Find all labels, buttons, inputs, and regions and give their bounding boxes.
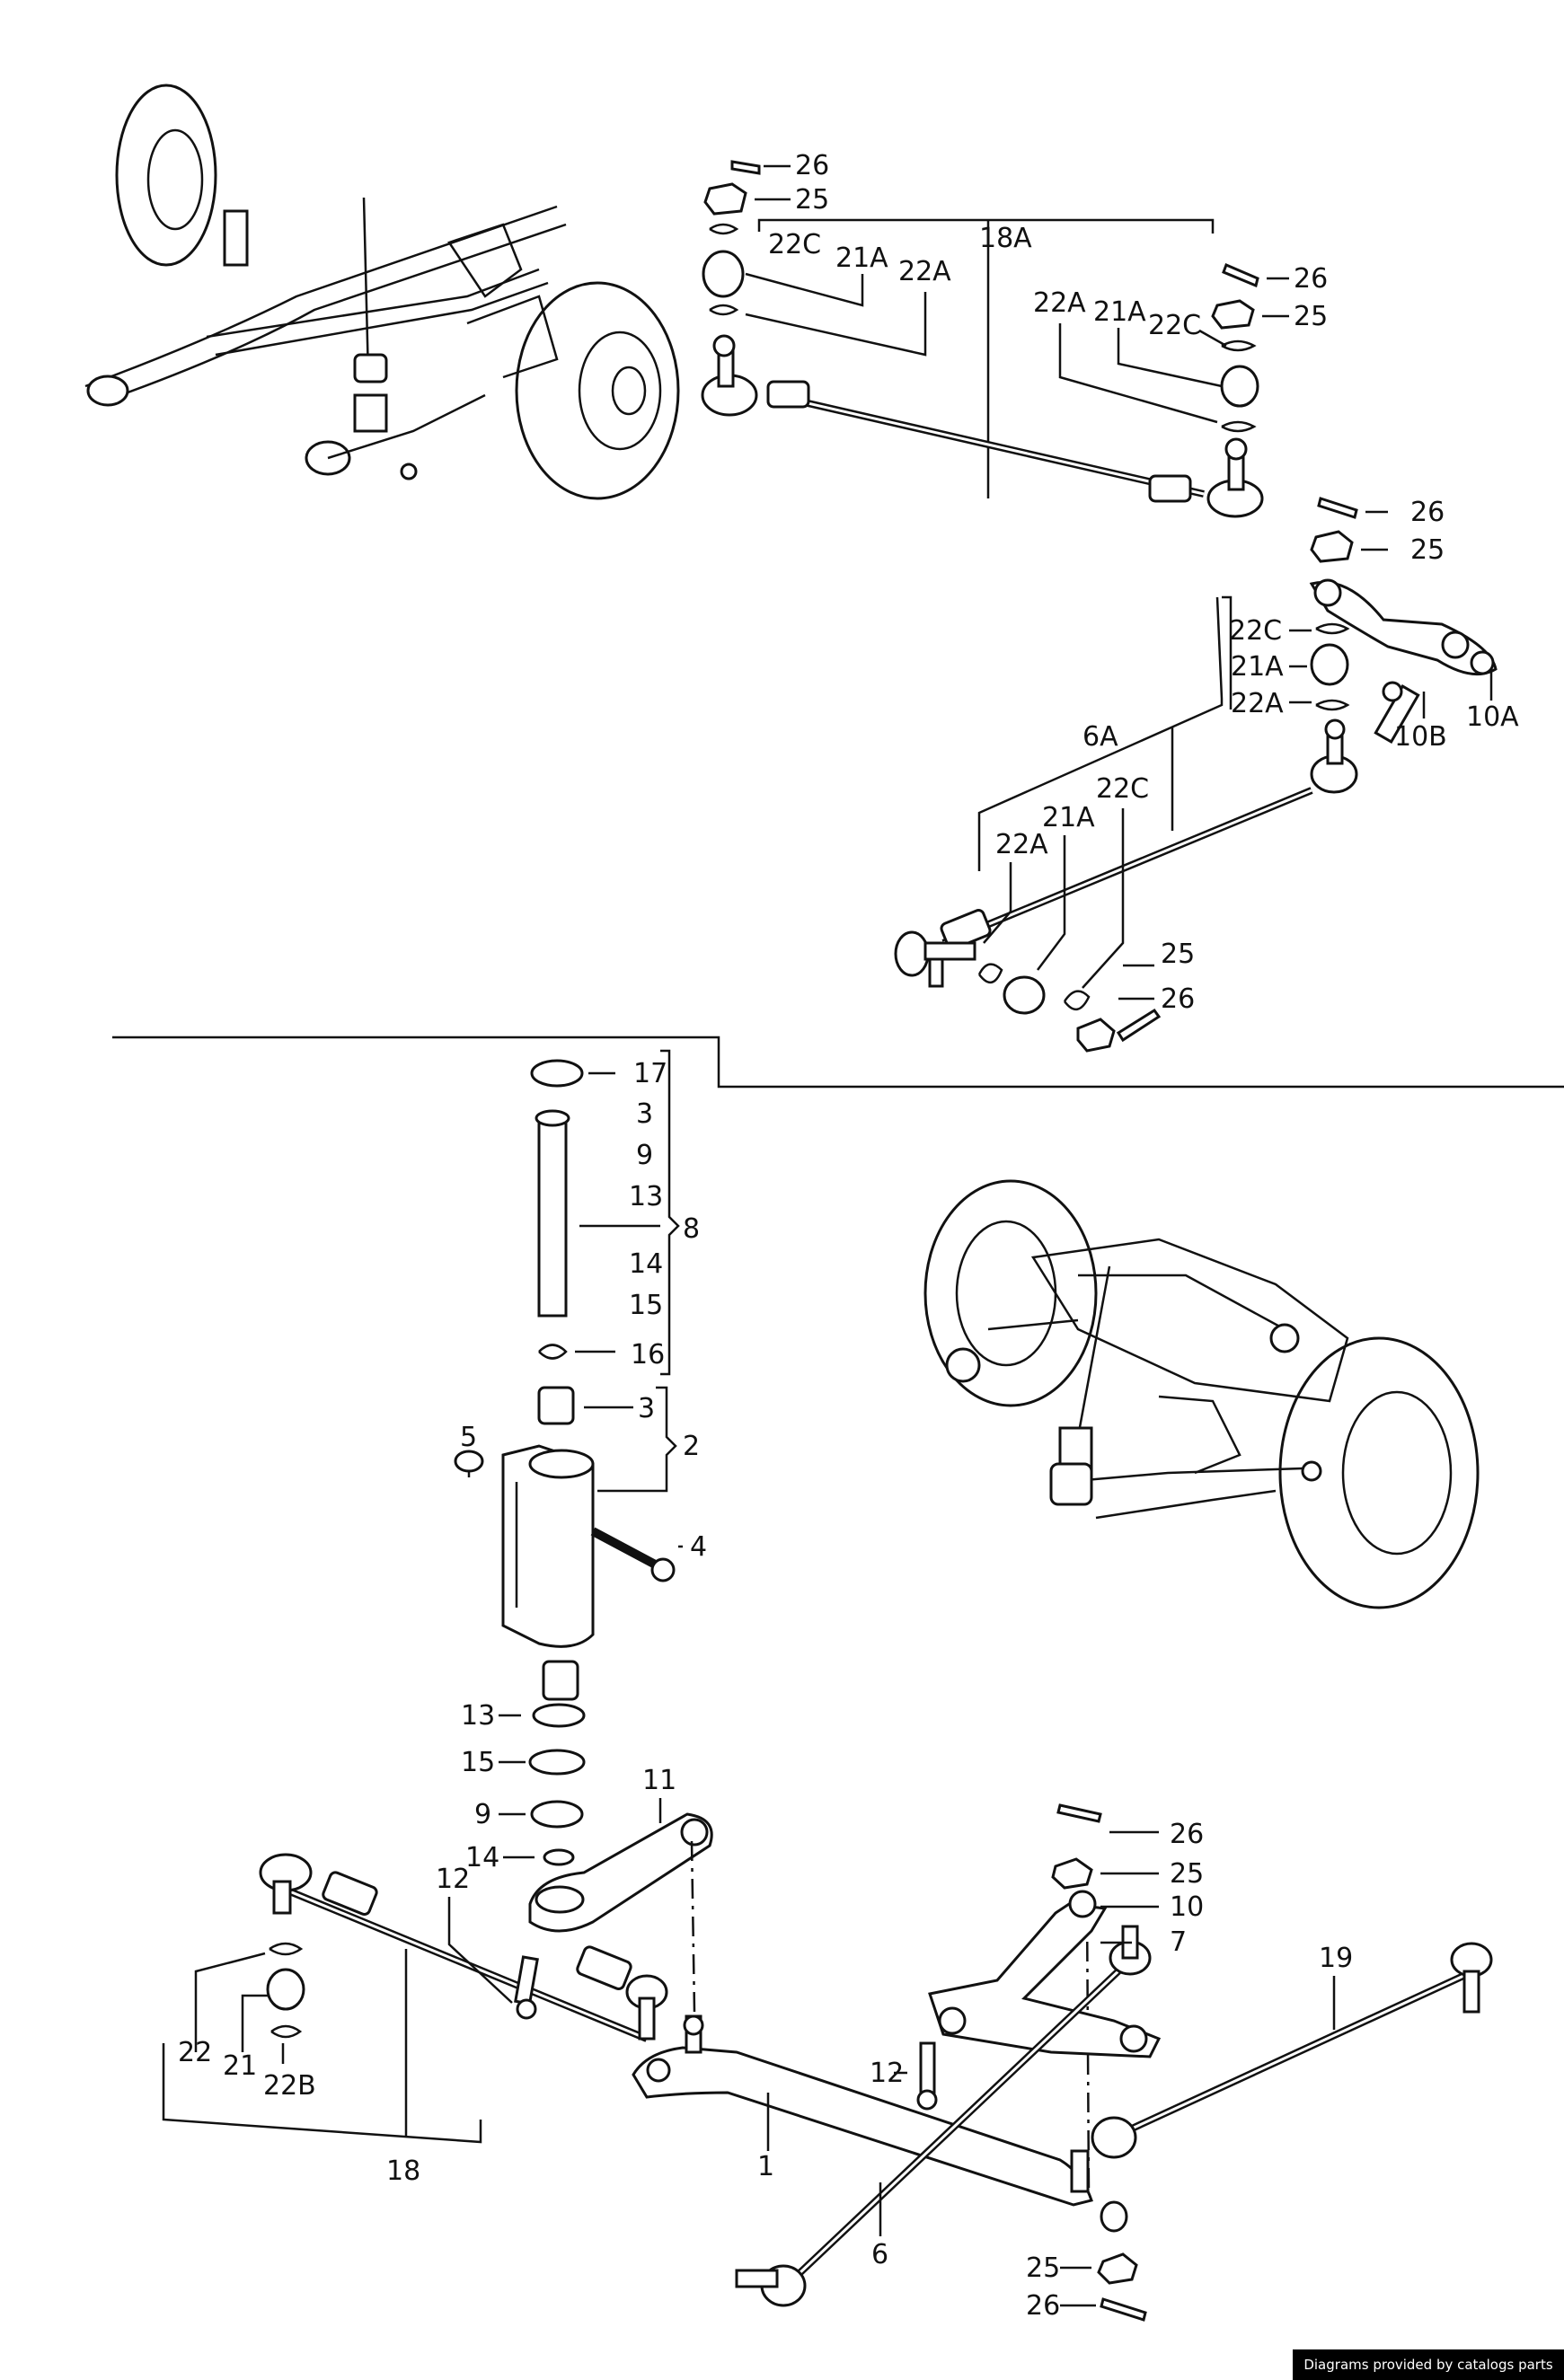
label-18A: 18A — [979, 223, 1032, 254]
label-3-upper: 3 — [636, 1098, 653, 1130]
label-14-lower: 14 — [465, 1842, 499, 1873]
label-13-upper: 13 — [629, 1181, 663, 1212]
label-22C-left: 22C — [768, 229, 821, 260]
label-18: 18 — [386, 2155, 420, 2187]
label-22C-lower: 22C — [1096, 773, 1149, 805]
label-21A-lower: 21A — [1042, 802, 1095, 833]
label-8: 8 — [683, 1213, 700, 1245]
label-6: 6 — [871, 2239, 888, 2270]
label-22A-left: 22A — [898, 256, 951, 287]
label-25-mid: 25 — [1410, 534, 1445, 566]
label-15-lower: 15 — [461, 1747, 495, 1778]
label-22B: 22B — [263, 2070, 316, 2102]
label-14-upper: 14 — [629, 1248, 663, 1280]
label-21: 21 — [223, 2050, 257, 2082]
label-25-lower: 25 — [1161, 939, 1195, 970]
label-25-right: 25 — [1294, 301, 1328, 332]
label-22A-right: 22A — [1033, 287, 1086, 319]
steering-linkage-group: 1 26 25 10 12 7 6 19 — [632, 1803, 1493, 2322]
label-21A-left: 21A — [835, 242, 888, 274]
label-10: 10 — [1170, 1891, 1204, 1923]
label-16: 16 — [631, 1339, 665, 1371]
label-3-lower: 3 — [638, 1393, 655, 1424]
footer-credit: Diagrams provided by catalogs parts — [1293, 2349, 1564, 2380]
section-divider — [112, 1036, 1564, 1089]
label-26-idler: 26 — [1170, 1819, 1204, 1850]
label-11: 11 — [642, 1765, 676, 1796]
label-26: 26 — [795, 150, 829, 181]
label-10A: 10A — [1466, 701, 1519, 733]
label-26-right: 26 — [1294, 263, 1328, 295]
kingpin-assembly-group: 17 3 9 13 14 15 16 8 3 2 5 4 13 — [454, 1049, 707, 1873]
label-26-lower: 26 — [1161, 983, 1195, 1015]
label-25-idler: 25 — [1170, 1858, 1204, 1890]
label-1: 1 — [757, 2151, 774, 2182]
label-26-mid: 26 — [1410, 497, 1445, 528]
label-25: 25 — [795, 184, 829, 216]
drag-link-6A-group: 26 25 22C 21A 22A 10B 10A 6A — [894, 497, 1519, 1053]
label-26-bottom: 26 — [1026, 2290, 1060, 2322]
rear-suspension-illustration — [923, 1179, 1480, 1609]
label-22C-right: 22C — [1148, 310, 1201, 341]
label-13-lower: 13 — [461, 1700, 495, 1732]
label-9-upper: 9 — [636, 1140, 653, 1171]
label-9-lower: 9 — [474, 1799, 491, 1830]
label-19: 19 — [1319, 1943, 1353, 1974]
label-25-bottom: 25 — [1026, 2252, 1060, 2284]
tie-rod-18A-group: 26 25 18A 22C 21A 22A 22A 21A 22C — [701, 150, 1328, 518]
label-10B: 10B — [1394, 721, 1447, 753]
label-17: 17 — [633, 1058, 667, 1089]
label-22C-mid: 22C — [1229, 615, 1282, 647]
label-22A-lower: 22A — [995, 829, 1048, 860]
label-6A: 6A — [1082, 721, 1118, 753]
label-12-upper: 12 — [436, 1864, 470, 1895]
label-5: 5 — [460, 1422, 477, 1453]
label-15-upper: 15 — [629, 1290, 663, 1321]
label-2: 2 — [683, 1431, 700, 1462]
label-22A-mid: 22A — [1231, 688, 1284, 719]
label-7: 7 — [1170, 1926, 1187, 1958]
label-22: 22 — [178, 2037, 212, 2068]
tie-rod-18-group: 11 12 22 21 22B 18 — [162, 1765, 713, 2187]
front-axle-illustration — [84, 84, 680, 500]
label-21A-mid: 21A — [1231, 651, 1284, 683]
label-4: 4 — [690, 1531, 707, 1563]
label-21A-right: 21A — [1093, 296, 1146, 328]
